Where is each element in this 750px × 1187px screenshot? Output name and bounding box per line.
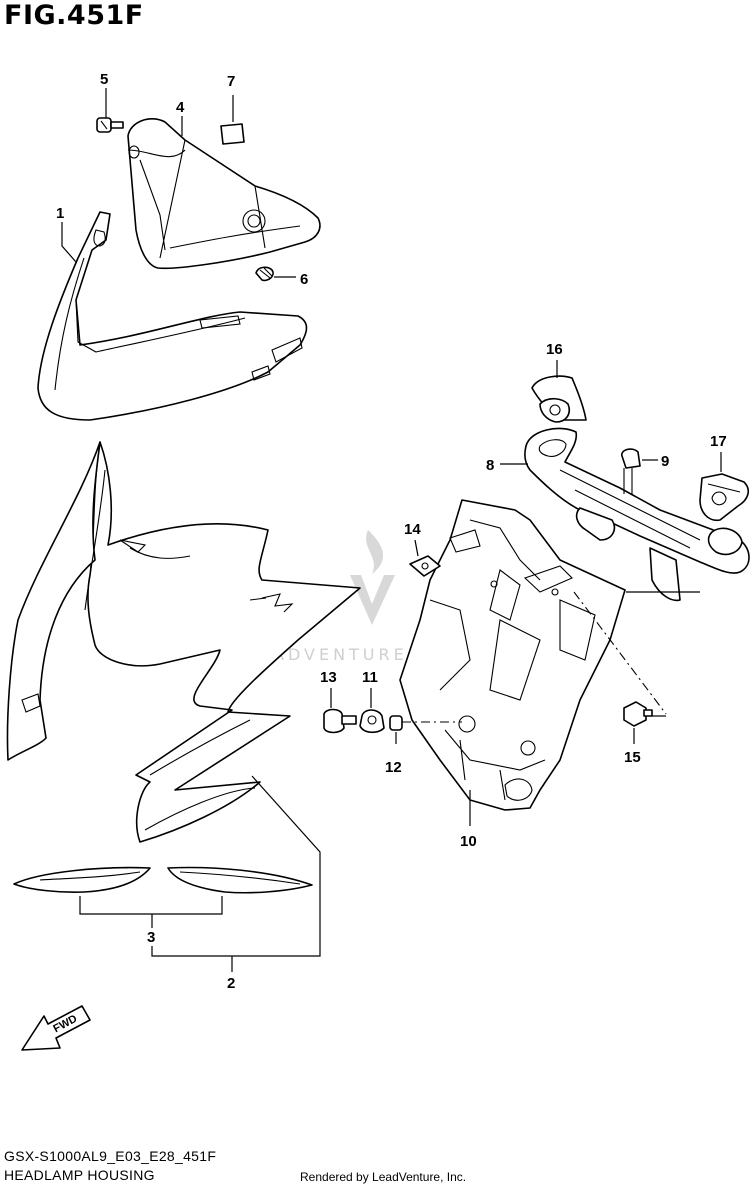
callout-9: 9: [661, 453, 669, 470]
callout-14: 14: [404, 521, 421, 538]
callout-5: 5: [100, 71, 108, 88]
part-7-label: [220, 123, 245, 145]
part-1-front-cowl: [37, 211, 308, 421]
part-13-screw: [323, 708, 357, 734]
part-9-rivet: [621, 448, 641, 494]
part-3-inner-panels: [13, 866, 313, 894]
part-4-upper-cover: [127, 118, 321, 270]
part-14-nut: [409, 555, 441, 577]
callout-12: 12: [385, 759, 402, 776]
model-code: GSX-S1000AL9_E03_E28_451F: [4, 1148, 217, 1164]
part-12-collar: [389, 715, 403, 731]
callout-10: 10: [460, 833, 477, 850]
part-15-nut: [623, 701, 653, 727]
part-6-clip: [255, 266, 274, 282]
part-10-housing-bracket: [399, 499, 626, 811]
callout-13: 13: [320, 669, 337, 686]
callout-4: 4: [176, 99, 185, 116]
part-8-bracket: [524, 427, 750, 602]
leader-lines: [61, 88, 722, 972]
section-name: HEADLAMP HOUSING: [4, 1167, 155, 1183]
part-2-side-cowl: [6, 441, 361, 843]
footer-credit: Rendered by LeadVenture, Inc.: [300, 1170, 467, 1184]
part-11-grommet: [359, 709, 385, 734]
callout-6: 6: [300, 271, 308, 288]
callout-11: 11: [362, 669, 378, 686]
callout-3: 3: [147, 929, 155, 946]
part-5-screw: [96, 117, 124, 133]
callout-16: 16: [546, 341, 563, 358]
fwd-direction-arrow: FWD: [21, 1005, 91, 1051]
callout-15: 15: [624, 749, 641, 766]
callout-1: 1: [56, 205, 64, 222]
figure-title: FIG.451F: [4, 0, 144, 31]
callout-17: 17: [710, 433, 727, 450]
callout-2: 2: [227, 975, 235, 992]
callout-8: 8: [486, 457, 494, 474]
part-16-cap: [531, 375, 587, 423]
callout-numbers: 5 4 7 6 1 16 8 9 17 14 13 11 12 15 10 3 …: [56, 71, 727, 992]
callout-7: 7: [227, 73, 235, 90]
part-17-clip: [699, 473, 750, 522]
